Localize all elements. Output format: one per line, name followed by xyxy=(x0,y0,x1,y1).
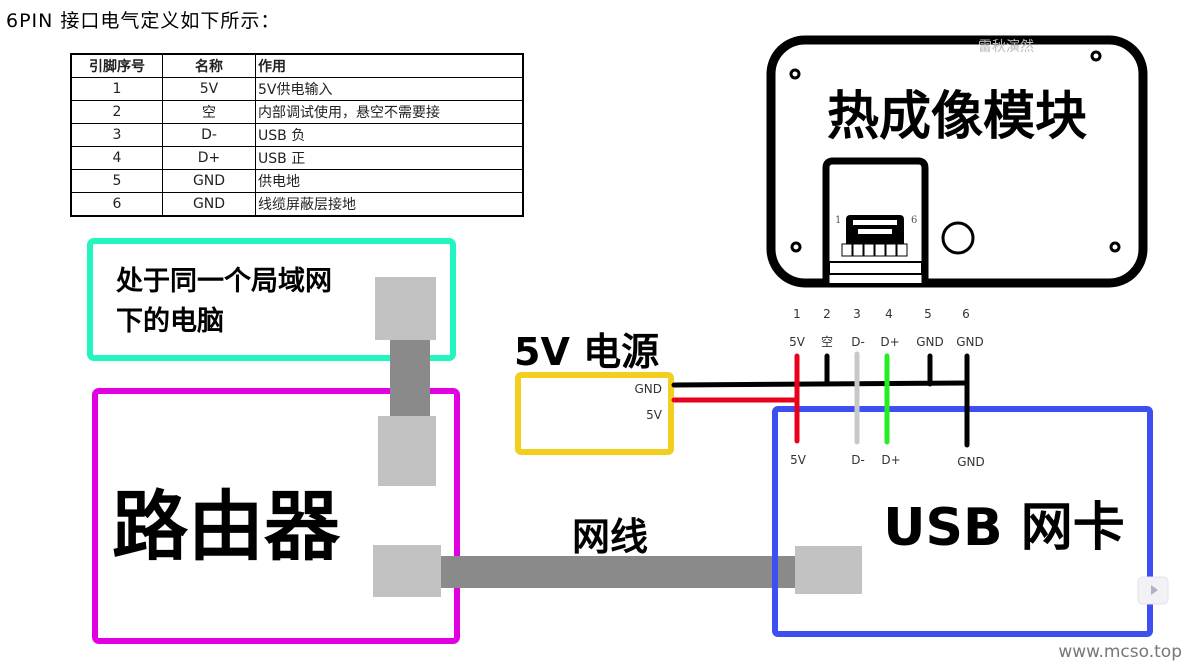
pc-label-line2: 下的电脑 xyxy=(116,305,224,337)
pin-function: USB 负 xyxy=(255,123,524,147)
router-box: 路由器 xyxy=(92,388,460,644)
thermal-module-label: 热成像模块 xyxy=(827,87,1087,147)
pin-name-label: 空 xyxy=(821,335,833,349)
pin-name: GND xyxy=(162,169,256,193)
pc-label-line1: 处于同一个局域网 xyxy=(115,266,332,297)
usb-nic-label: USB 网卡 xyxy=(883,498,1124,558)
screw-hole-icon xyxy=(1090,50,1102,62)
nic-pin-label: 5V xyxy=(790,453,807,467)
bottom-pin-labels: 5V D- D+ GND xyxy=(790,453,985,469)
pin-function: USB 正 xyxy=(255,146,524,170)
pin-number-label: 4 xyxy=(885,307,893,321)
pin-name: D+ xyxy=(162,146,256,170)
pin-name-label: D+ xyxy=(880,335,899,349)
pin-function: 内部调试使用，悬空不需要接 xyxy=(255,100,524,124)
connector-pin-1-label: 1 xyxy=(835,215,841,226)
top-pin-labels: 1 2 3 4 5 6 5V 空 D- D+ GND GND xyxy=(789,307,984,349)
pc-box: 处于同一个局域网 下的电脑 xyxy=(87,238,456,361)
pin-name-label: 5V xyxy=(789,335,806,349)
pin-name: 空 xyxy=(162,100,256,124)
screw-hole-icon xyxy=(789,68,801,80)
pin-number-label: 6 xyxy=(962,307,970,321)
connector-pin-6-label: 6 xyxy=(911,215,917,226)
page-title: 6PIN 接口电气定义如下所示： xyxy=(6,10,281,32)
router-outline xyxy=(92,388,460,644)
usb-nic-outline xyxy=(772,406,1153,637)
screw-hole-icon xyxy=(1109,241,1121,253)
pin-number-label: 1 xyxy=(793,307,801,321)
pin-number: 4 xyxy=(70,146,163,170)
cable-segment xyxy=(441,556,798,588)
pin-number: 6 xyxy=(70,192,163,217)
rj45-plug xyxy=(375,277,436,340)
power-supply: 5V 电源 GND 5V xyxy=(514,330,674,455)
rj45-plug xyxy=(373,545,441,597)
pin-function: 线缆屏蔽层接地 xyxy=(255,192,524,217)
lens-icon xyxy=(941,221,975,255)
pin-name-label: D- xyxy=(851,335,865,349)
router-label: 路由器 xyxy=(112,482,341,571)
pin-number: 3 xyxy=(70,123,163,147)
nic-pin-label: GND xyxy=(957,455,985,469)
pin-function: 供电地 xyxy=(255,169,524,193)
six-pin-connector: 1 6 xyxy=(822,157,929,283)
power-outline xyxy=(515,372,674,455)
lan-cable-pc-router xyxy=(375,277,436,486)
pin-name-label: GND xyxy=(956,335,984,349)
screw-hole-icon xyxy=(790,241,802,253)
pin-number-label: 5 xyxy=(924,307,932,321)
pin-number: 2 xyxy=(70,100,163,124)
pin-number-label: 3 xyxy=(853,307,861,321)
usb-nic-box: USB 网卡 xyxy=(772,406,1153,637)
header-name: 名称 xyxy=(162,53,256,78)
site-watermark: www.mcso.top xyxy=(1058,642,1182,662)
pc-box-outline xyxy=(87,238,456,361)
cable-segment xyxy=(390,340,430,422)
pin-number-label: 2 xyxy=(823,307,831,321)
power-5v-label: 5V xyxy=(646,408,663,422)
rj45-plug xyxy=(378,416,436,486)
nic-pin-label: D+ xyxy=(881,453,900,467)
author-watermark: 雷秋演然 xyxy=(978,38,1034,55)
rj45-plug xyxy=(795,546,862,594)
power-gnd-label: GND xyxy=(634,382,662,396)
header-function: 作用 xyxy=(255,53,524,78)
cable-label: 网线 xyxy=(572,515,648,559)
power-label: 5V 电源 xyxy=(514,330,659,374)
table-header-row: 引脚序号 名称 作用 xyxy=(70,53,524,78)
nic-pin-label: D- xyxy=(851,453,865,467)
header-pin-number: 引脚序号 xyxy=(70,53,163,78)
gnd-wire xyxy=(671,380,968,388)
pin-number: 5 xyxy=(70,169,163,193)
pin-name-label: GND xyxy=(916,335,944,349)
wires xyxy=(671,351,970,448)
pin-name: GND xyxy=(162,192,256,217)
lan-cable-router-nic: 网线 xyxy=(373,515,862,597)
thermal-module: 热成像模块 1 6 xyxy=(766,35,1148,288)
video-logo-icon xyxy=(1137,576,1169,605)
